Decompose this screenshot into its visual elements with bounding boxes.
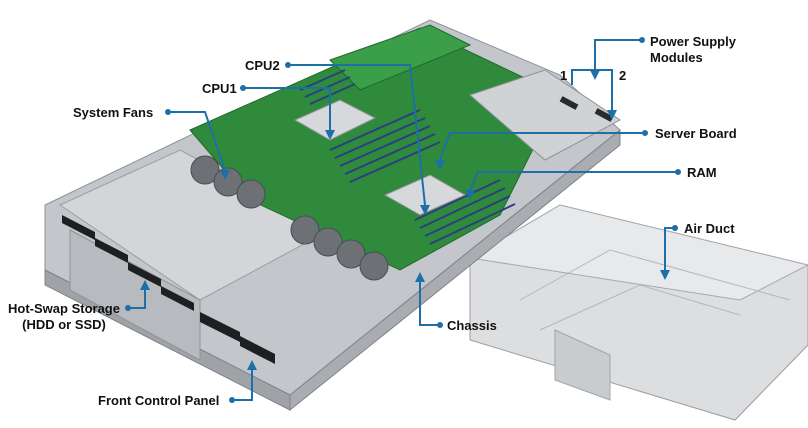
- fan-shapes: [190, 155, 389, 281]
- label-cpu2: CPU2: [245, 58, 280, 73]
- label-hot-swap-storage: Hot-Swap Storage (HDD or SSD): [2, 301, 126, 333]
- label-front-control-panel: Front Control Panel: [98, 393, 220, 408]
- label-hot-swap-line1: Hot-Swap Storage: [8, 301, 120, 316]
- leader-dots: [125, 37, 681, 403]
- air-duct-shape: [468, 204, 808, 421]
- leader-lines: [128, 39, 678, 401]
- label-power-supply-line1: Power Supply: [650, 34, 736, 49]
- label-chassis: Chassis: [447, 318, 497, 333]
- drive-bay-shapes: [62, 215, 275, 364]
- label-ram: RAM: [687, 165, 717, 180]
- cpu-shapes: [293, 99, 467, 216]
- label-psu-2: 2: [619, 68, 627, 83]
- label-power-supply-line2: Modules: [650, 50, 703, 65]
- ram-shape: [299, 69, 516, 245]
- power-supply-shape: [469, 69, 621, 161]
- label-server-board: Server Board: [655, 126, 737, 141]
- label-cpu1: CPU1: [202, 81, 237, 96]
- label-psu-1: 1: [560, 68, 568, 83]
- label-hot-swap-line2: (HDD or SSD): [22, 317, 106, 332]
- label-power-supply: Power Supply Modules: [650, 34, 736, 66]
- label-air-duct: Air Duct: [684, 221, 735, 236]
- arrow-heads: [140, 70, 670, 370]
- label-system-fans: System Fans: [73, 105, 154, 120]
